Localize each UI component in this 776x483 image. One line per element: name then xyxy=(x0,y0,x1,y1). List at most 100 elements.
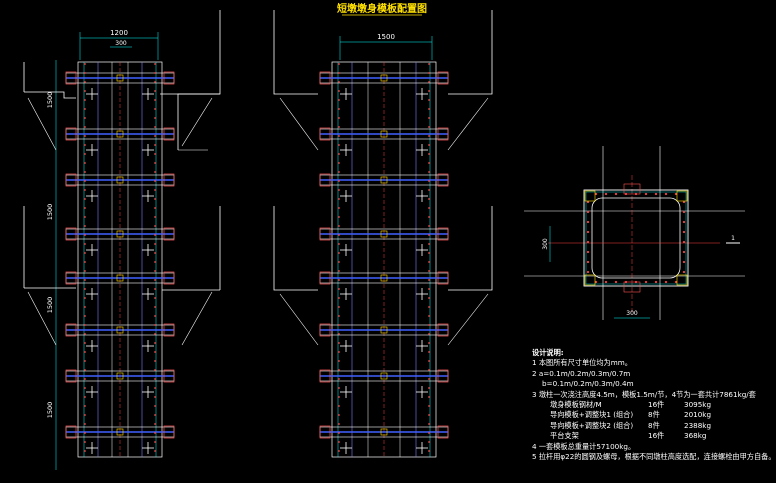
left-bolt-dot xyxy=(154,333,156,335)
left-bolt-dot xyxy=(154,405,156,407)
left-right-clamp xyxy=(163,127,175,141)
left-left-clamp xyxy=(65,271,77,285)
item-name: 导向模板+调整块1 (组合) xyxy=(550,410,634,420)
mid-tie-bolt xyxy=(380,372,388,380)
left-tie-bolt xyxy=(116,230,124,238)
notes-heading: 设计说明: xyxy=(532,348,564,357)
left-elevation-view: 1200 300 1500 1500 1500 1500 xyxy=(23,10,221,470)
left-right-clamp xyxy=(163,271,175,285)
mid-bolt-dot xyxy=(338,423,340,425)
mid-bolt-dot xyxy=(338,135,340,137)
mid-bolt-dot xyxy=(428,342,430,344)
plan-bolt xyxy=(664,280,668,284)
plan-corner-clamp xyxy=(676,274,688,286)
mid-bolt-dot xyxy=(428,144,430,146)
mid-left-clamp xyxy=(319,227,331,241)
left-bolt-dot xyxy=(154,108,156,110)
left-right-clamp xyxy=(163,71,175,85)
mid-bolt-dot xyxy=(338,261,340,263)
mid-bolt-dot xyxy=(428,189,430,191)
left-bolt-dot xyxy=(84,306,86,308)
left-width-dim: 1200 xyxy=(110,29,128,37)
note-1: 1 本图所有尺寸单位均为mm。 xyxy=(532,358,632,368)
design-notes: 设计说明: 1 本图所有尺寸单位均为mm。 2 a=0.1m/0.2m/0.3m… xyxy=(532,348,776,462)
mid-bolt-dot xyxy=(338,144,340,146)
mid-bolt-dot xyxy=(338,333,340,335)
left-bolt-dot xyxy=(84,135,86,137)
plan-corner-clamp xyxy=(676,190,688,202)
left-bolt-dot xyxy=(84,405,86,407)
mid-bolt-dot xyxy=(428,297,430,299)
left-bolt-dot xyxy=(84,81,86,83)
left-left-clamp xyxy=(65,71,77,85)
mid-bolt-dot xyxy=(338,234,340,236)
left-tie-bolt xyxy=(116,130,124,138)
mid-bolt-dot xyxy=(428,162,430,164)
left-bolt-dot xyxy=(154,270,156,272)
mid-bolt-dot xyxy=(338,450,340,452)
plan-bolt xyxy=(586,230,590,234)
note-2a: 2 a=0.1m/0.2m/0.3m/0.7m xyxy=(532,368,631,378)
left-bolt-dot xyxy=(84,252,86,254)
mid-bolt-dot xyxy=(338,180,340,182)
mid-bolt-dot xyxy=(338,81,340,83)
mid-bolt-dot xyxy=(338,378,340,380)
left-bolt-dot xyxy=(84,99,86,101)
left-bolt-dot xyxy=(154,261,156,263)
mid-bolt-dot xyxy=(338,306,340,308)
left-bolt-dot xyxy=(154,387,156,389)
plan-bolt xyxy=(644,280,648,284)
left-bolt-dot xyxy=(154,432,156,434)
plan-bolt xyxy=(682,230,686,234)
cad-drawing: 短墩墩身模板配置图 1200 300 1500 1500 1500 1500 xyxy=(23,2,745,470)
mid-bolt-dot xyxy=(338,369,340,371)
middle-width-dim: 1500 xyxy=(377,33,395,41)
note-item-row: 平台支架 16件 368kg xyxy=(532,431,760,441)
left-bolt-dot xyxy=(154,90,156,92)
left-bolt-dot xyxy=(154,99,156,101)
left-bolt-dot xyxy=(154,360,156,362)
left-right-clamp xyxy=(163,425,175,439)
mid-tie-bolt xyxy=(380,230,388,238)
mid-bolt-dot xyxy=(338,189,340,191)
mid-bolt-dot xyxy=(428,153,430,155)
left-bolt-dot xyxy=(154,297,156,299)
mid-bolt-dot xyxy=(428,405,430,407)
mid-bolt-dot xyxy=(428,81,430,83)
plan-bolt xyxy=(586,250,590,254)
note-2b: b=0.1m/0.2m/0.3m/0.4m xyxy=(542,379,634,389)
item-weight: 2388kg xyxy=(684,420,712,430)
mid-bolt-dot xyxy=(428,252,430,254)
mid-tie-bolt xyxy=(380,326,388,334)
mid-tie-bolt xyxy=(380,130,388,138)
left-bolt-dot xyxy=(84,117,86,119)
mid-bolt-dot xyxy=(428,99,430,101)
left-vdim-1: 1500 xyxy=(46,92,54,109)
mid-right-clamp xyxy=(437,271,449,285)
left-bolt-dot xyxy=(154,378,156,380)
mid-bolt-dot xyxy=(428,396,430,398)
left-bolt-dot xyxy=(154,234,156,236)
plan-bolt xyxy=(604,280,608,284)
plan-bolt xyxy=(586,240,590,244)
left-bolt-dot xyxy=(84,297,86,299)
mid-bolt-dot xyxy=(428,117,430,119)
plan-bolt xyxy=(682,240,686,244)
mid-bolt-dot xyxy=(428,351,430,353)
plan-side-dim: 300 xyxy=(542,238,549,250)
left-bolt-dot xyxy=(84,450,86,452)
mid-bolt-dot xyxy=(338,90,340,92)
plan-bolt-marks xyxy=(584,183,688,293)
mid-bolt-dot xyxy=(428,306,430,308)
item-name: 墩身模板钢材/M xyxy=(550,400,602,410)
left-bolt-dot xyxy=(154,189,156,191)
left-bolt-dot xyxy=(84,270,86,272)
left-bolt-dot xyxy=(84,63,86,65)
left-vdim-2: 1500 xyxy=(46,204,54,221)
left-left-clamp xyxy=(65,425,77,439)
item-name: 平台支架 xyxy=(550,431,579,441)
drawing-title: 短墩墩身模板配置图 xyxy=(337,2,427,15)
left-bolt-dot xyxy=(84,171,86,173)
left-bolt-dot xyxy=(154,279,156,281)
mid-bolt-dot xyxy=(338,72,340,74)
